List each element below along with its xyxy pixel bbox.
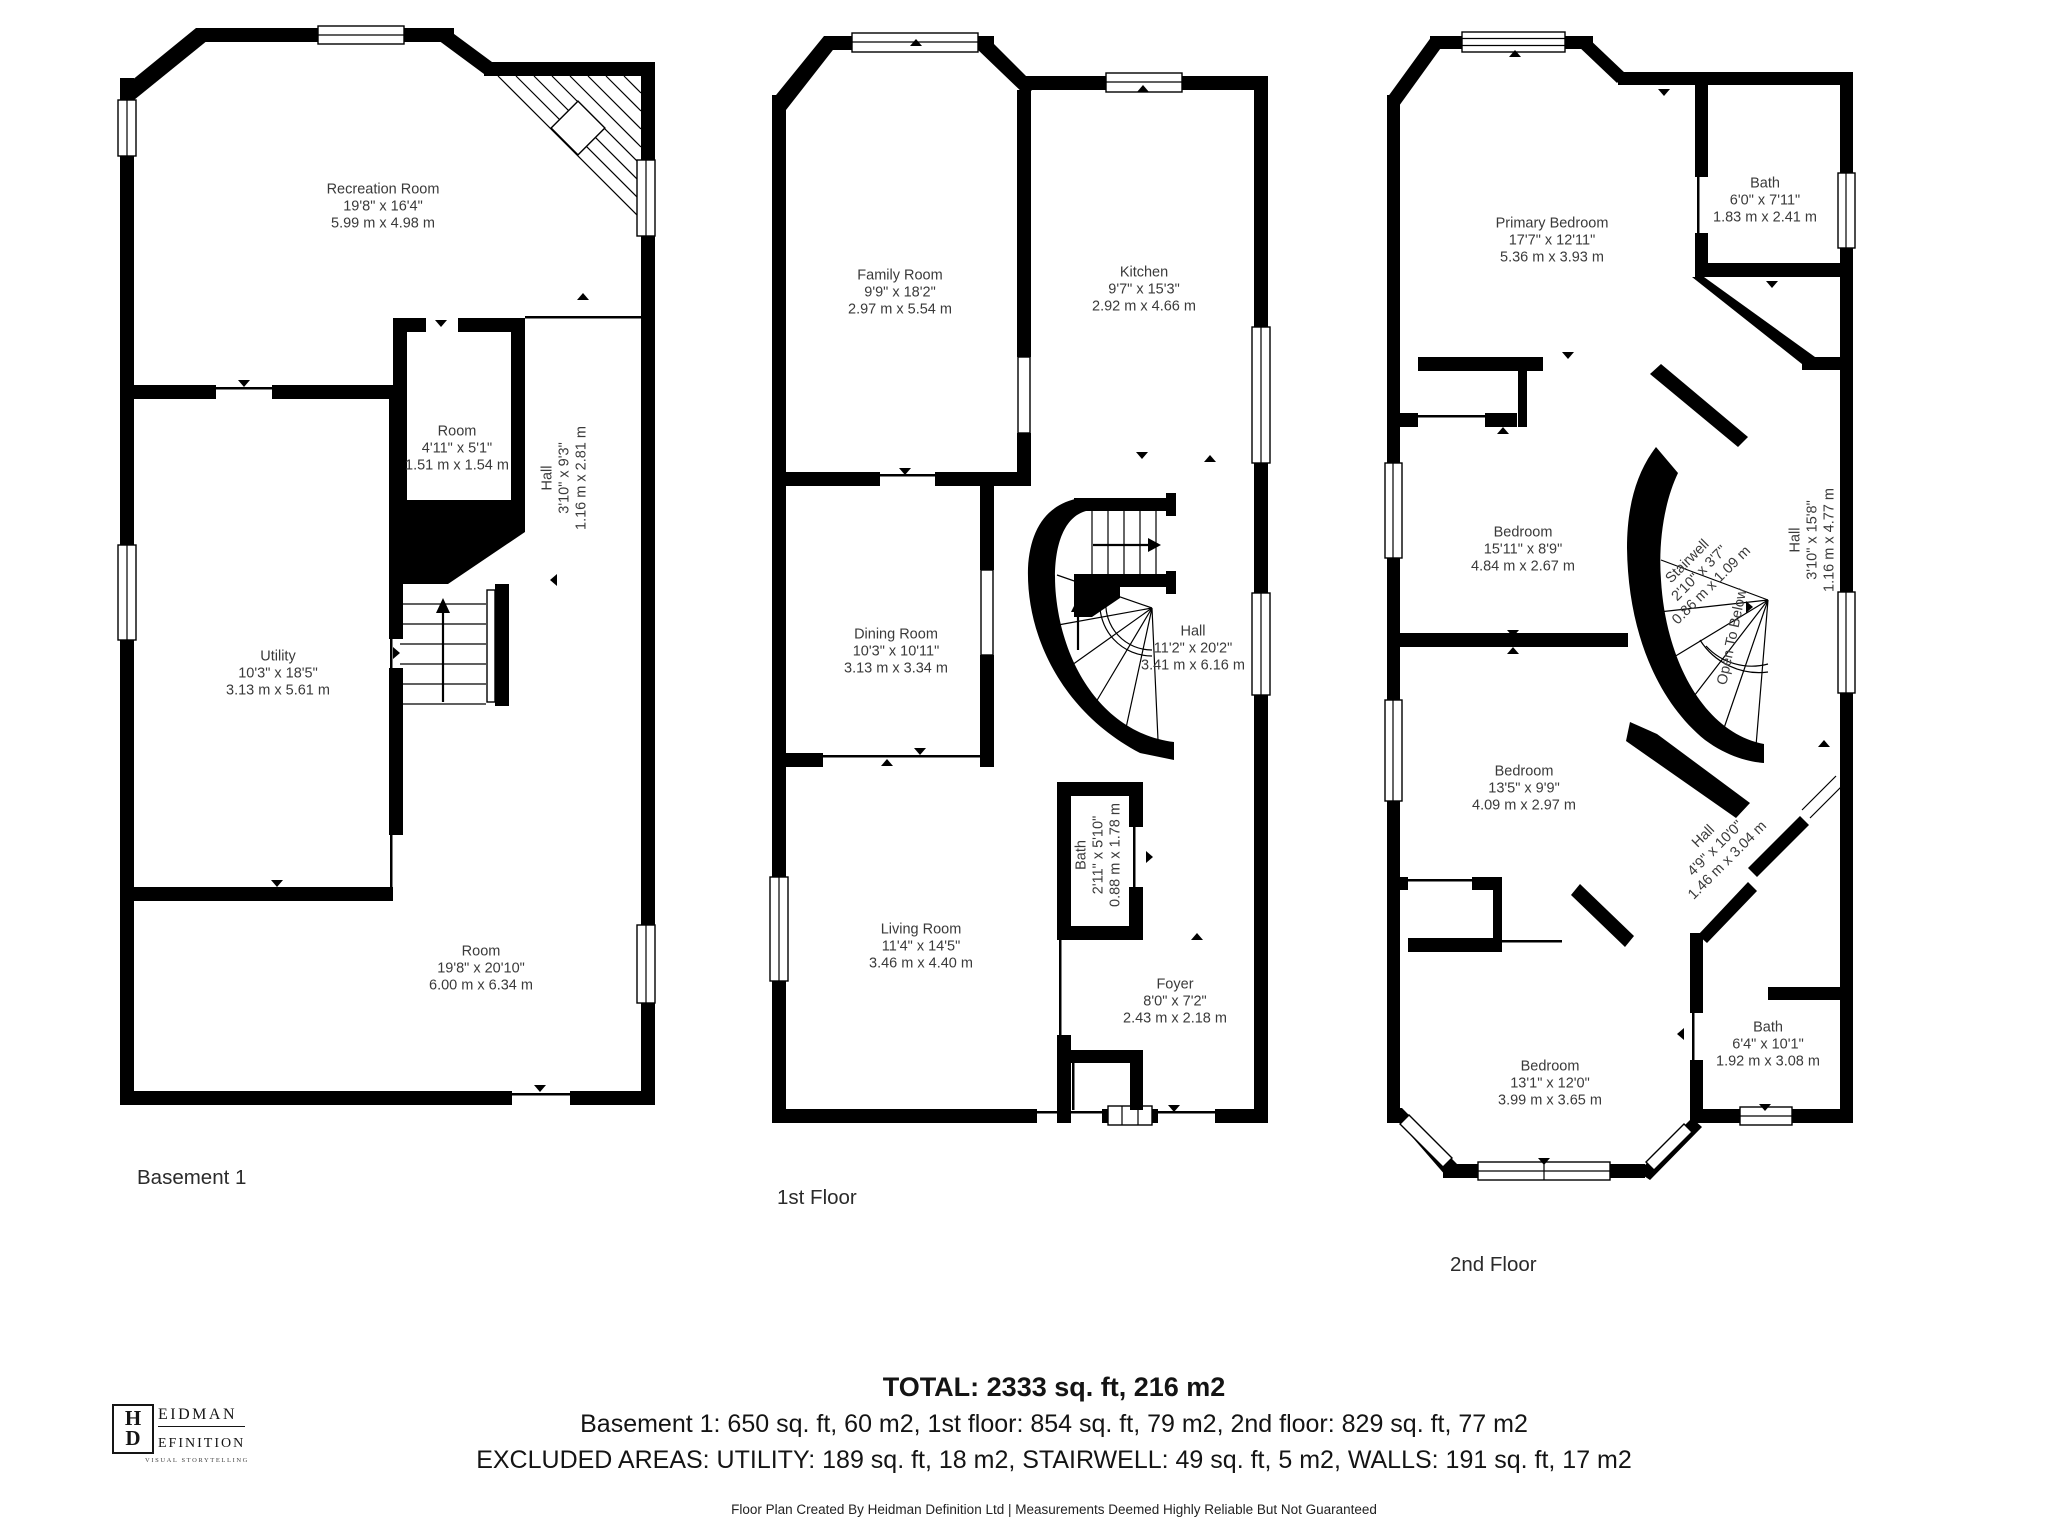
summary-footer: TOTAL: 2333 sq. ft, 216 m2 Basement 1: 6… bbox=[30, 1372, 2048, 1517]
basement-hatch-corner bbox=[497, 75, 642, 220]
basement-stairs bbox=[400, 589, 496, 705]
room-label-primary-bedroom: Primary Bedroom 17'7" x 12'11" 5.36 m x … bbox=[1495, 215, 1609, 266]
basement-floorplan bbox=[117, 25, 656, 1105]
first-floor-windows bbox=[769, 32, 1271, 982]
room-label-first-hall: Hall 11'2" x 20'2" 3.41 m x 6.16 m bbox=[1141, 623, 1245, 674]
logo-hd-box: H D bbox=[112, 1404, 154, 1454]
room-label-bath-top: Bath 6'0" x 7'11" 1.83 m x 2.41 m bbox=[1713, 175, 1817, 226]
logo-tagline: VISUAL STORYTELLING bbox=[145, 1457, 249, 1464]
room-label-bedroom-low: Bedroom 13'5" x 9'9" 4.09 m x 2.97 m bbox=[1472, 763, 1576, 814]
room-label-utility: Utility 10'3" x 18'5" 3.13 m x 5.61 m bbox=[226, 648, 330, 699]
room-label-dining: Dining Room 10'3" x 10'11" 3.13 m x 3.34… bbox=[844, 626, 948, 677]
floor-label-basement: Basement 1 bbox=[137, 1166, 247, 1189]
room-label-basement-hall: Hall 3'10" x 9'3" 1.16 m x 2.81 m bbox=[539, 426, 590, 530]
room-label-foyer: Foyer 8'0" x 7'2" 2.43 m x 2.18 m bbox=[1123, 976, 1227, 1027]
room-label-bedroom-bottom: Bedroom 13'1" x 12'0" 3.99 m x 3.65 m bbox=[1498, 1058, 1602, 1109]
heidman-definition-logo: H D EIDMAN EFINITION VISUAL STORYTELLING bbox=[112, 1404, 282, 1464]
second-floorplan bbox=[1384, 31, 1856, 1181]
first-floorplan bbox=[769, 32, 1271, 1126]
first-floor-spiral-stairs bbox=[1027, 493, 1176, 760]
floor-label-second: 2nd Floor bbox=[1450, 1253, 1537, 1276]
room-label-bath-low: Bath 6'4" x 10'1" 1.92 m x 3.08 m bbox=[1716, 1019, 1820, 1070]
room-label-living: Living Room 11'4" x 14'5" 3.46 m x 4.40 … bbox=[869, 921, 973, 972]
room-label-recreation: Recreation Room 19'8" x 16'4" 5.99 m x 4… bbox=[326, 181, 440, 232]
floor-label-first: 1st Floor bbox=[777, 1186, 857, 1209]
room-label-first-bath: Bath 2'11" x 5'10" 0.88 m x 1.78 m bbox=[1073, 803, 1124, 907]
logo-words: EIDMAN EFINITION bbox=[158, 1406, 246, 1451]
second-floor-stairwell bbox=[1658, 559, 1769, 747]
disclaimer-text: Floor Plan Created By Heidman Definition… bbox=[731, 1502, 1377, 1517]
room-label-family: Family Room 9'9" x 18'2" 2.97 m x 5.54 m bbox=[848, 267, 952, 318]
room-label-kitchen: Kitchen 9'7" x 15'3" 2.92 m x 4.66 m bbox=[1092, 264, 1196, 315]
room-label-bedroom-mid: Bedroom 15'11" x 8'9" 4.84 m x 2.67 m bbox=[1471, 524, 1575, 575]
second-floor-windows bbox=[1384, 31, 1856, 1126]
room-label-basement-room-large: Room 19'8" x 20'10" 6.00 m x 6.34 m bbox=[429, 943, 533, 994]
room-label-hall-right: Hall 3'10" x 15'8" 1.16 m x 4.77 m bbox=[1787, 488, 1838, 592]
room-label-basement-room-small: Room 4'11" x 5'1" 1.51 m x 1.54 m bbox=[405, 423, 509, 474]
basement-windows bbox=[117, 25, 656, 1004]
excluded-areas-text: EXCLUDED AREAS: UTILITY: 189 sq. ft, 18 … bbox=[476, 1446, 1632, 1474]
total-area-text: TOTAL: 2333 sq. ft, 216 m2 bbox=[882, 1372, 1226, 1402]
logo-mark: H D EIDMAN EFINITION bbox=[112, 1404, 282, 1454]
floor-areas-text: Basement 1: 650 sq. ft, 60 m2, 1st floor… bbox=[580, 1410, 1528, 1438]
